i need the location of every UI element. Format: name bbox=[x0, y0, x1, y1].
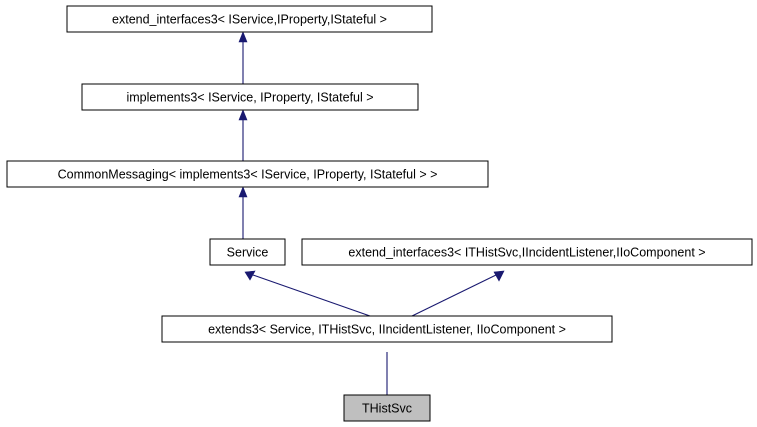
node-box[interactable] bbox=[81, 83, 419, 111]
arrowhead-icon bbox=[238, 186, 248, 198]
inheritance-edge bbox=[411, 270, 505, 317]
node-box[interactable] bbox=[6, 160, 489, 188]
node-label: extend_interfaces3< ITHistSvc,IIncidentL… bbox=[348, 245, 705, 259]
node-box[interactable] bbox=[343, 394, 431, 422]
arrowhead-icon bbox=[238, 109, 248, 121]
class-node-extends3-service[interactable]: extends3< Service, ITHistSvc, IIncidentL… bbox=[161, 315, 613, 343]
class-node-implements3-service[interactable]: implements3< IService, IProperty, IState… bbox=[81, 83, 419, 111]
inheritance-edge bbox=[244, 270, 371, 317]
node-label: extend_interfaces3< IService,IProperty,I… bbox=[112, 12, 387, 26]
arrowhead-icon bbox=[244, 270, 256, 281]
node-label: CommonMessaging< implements3< IService, … bbox=[58, 167, 438, 181]
edge-line bbox=[252, 274, 371, 317]
node-label: Service bbox=[227, 245, 269, 259]
arrowhead-icon bbox=[493, 270, 505, 282]
node-box[interactable] bbox=[66, 5, 433, 33]
inheritance-edge bbox=[238, 109, 248, 161]
edge-line bbox=[411, 274, 497, 317]
class-node-extend-interfaces3-service[interactable]: extend_interfaces3< IService,IProperty,I… bbox=[66, 5, 433, 33]
class-node-thistsvc[interactable]: THistSvc bbox=[343, 394, 431, 422]
node-box[interactable] bbox=[161, 315, 613, 343]
class-node-service[interactable]: Service bbox=[209, 238, 286, 266]
class-node-common-messaging[interactable]: CommonMessaging< implements3< IService, … bbox=[6, 160, 489, 188]
inheritance-edge bbox=[238, 31, 248, 84]
node-label: implements3< IService, IProperty, IState… bbox=[126, 90, 373, 104]
node-box[interactable] bbox=[209, 238, 286, 266]
class-node-extend-interfaces3-histsvc[interactable]: extend_interfaces3< ITHistSvc,IIncidentL… bbox=[301, 238, 753, 266]
edges-layer bbox=[238, 31, 505, 395]
node-box[interactable] bbox=[301, 238, 753, 266]
nodes-layer: extend_interfaces3< IService,IProperty,I… bbox=[6, 5, 753, 422]
node-label: extends3< Service, ITHistSvc, IIncidentL… bbox=[208, 322, 566, 336]
arrowhead-icon bbox=[238, 31, 248, 43]
node-label: THistSvc bbox=[362, 401, 412, 415]
inheritance-edge bbox=[238, 186, 248, 239]
